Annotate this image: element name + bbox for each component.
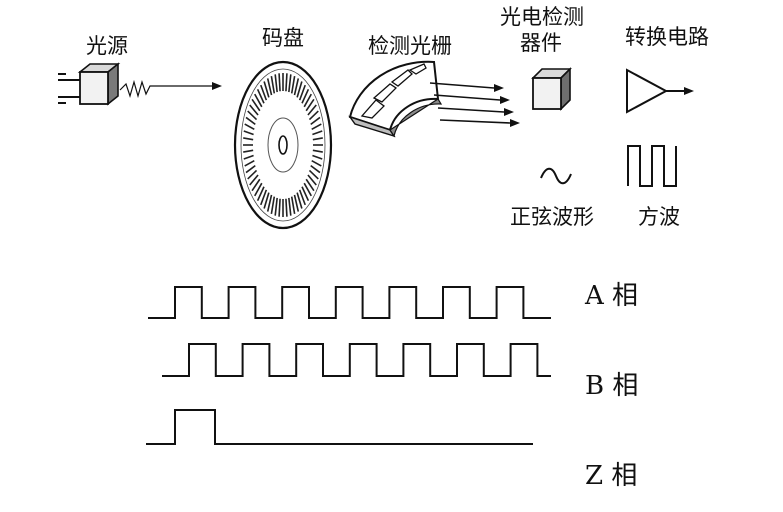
- phase-z-label: Z 相: [585, 461, 637, 491]
- disc-slot: [290, 196, 296, 215]
- disc-slot: [251, 178, 261, 192]
- detect-grating-icon: [348, 60, 520, 138]
- disc-slot: [254, 93, 263, 108]
- disc-slot: [245, 165, 256, 174]
- disc-slot: [285, 73, 288, 92]
- disc-slot: [263, 81, 270, 98]
- disc-slot: [247, 110, 258, 121]
- disc-slot: [301, 186, 310, 201]
- disc-slot: [307, 174, 317, 186]
- amplifier-icon: [626, 68, 694, 114]
- disc-slot: [244, 159, 255, 167]
- disc-slot: [298, 84, 306, 101]
- disc-slot: [266, 194, 273, 212]
- grating-slot: [408, 63, 427, 75]
- sine-wave-icon: [540, 167, 572, 185]
- disc-slot: [243, 154, 254, 160]
- disc-slot: [244, 123, 255, 131]
- disc-slot: [249, 174, 259, 186]
- disc-slot: [243, 137, 254, 141]
- disc-slot: [311, 159, 322, 167]
- waveform-panel: [146, 286, 551, 445]
- disc-slot: [278, 73, 281, 92]
- disc-slot: [308, 169, 319, 180]
- disc-slot: [260, 189, 268, 206]
- code-disc-icon: [233, 60, 333, 230]
- grating-slot: [360, 99, 385, 119]
- disc-slot: [298, 189, 306, 206]
- square-wave-icon: [627, 145, 677, 187]
- disc-slot: [303, 182, 312, 197]
- disc-slot: [312, 154, 323, 160]
- disc-slot: [278, 198, 281, 217]
- photo-device-label-line1: 光电检测: [500, 5, 584, 29]
- conversion-circuit-label: 转换电路: [625, 25, 709, 49]
- phase-z-waveform: [146, 409, 533, 445]
- phase-a-label: A 相: [584, 281, 638, 311]
- disc-slot: [312, 149, 323, 153]
- disc-slot: [254, 182, 263, 197]
- phase-b-waveform: [162, 343, 551, 377]
- disc-slot: [256, 89, 265, 104]
- disc-slot: [305, 98, 315, 112]
- disc-slot: [274, 74, 278, 93]
- grating-slot: [390, 69, 413, 87]
- detect-grating-label: 检测光栅: [368, 34, 452, 58]
- disc-slot: [308, 110, 319, 121]
- disc-slot: [307, 104, 317, 116]
- disc-slot: [290, 75, 296, 94]
- square-wave-label: 方波: [638, 205, 680, 229]
- disc-slot: [251, 98, 261, 112]
- disc-slot: [310, 116, 321, 125]
- disc-slot: [270, 196, 276, 215]
- disc-slot: [311, 123, 322, 131]
- disc-slot: [293, 78, 300, 96]
- disc-slot: [296, 192, 303, 209]
- photo-device-label-line2: 器件: [520, 31, 562, 55]
- light-source-icon: [58, 62, 222, 106]
- disc-slot: [285, 198, 288, 217]
- code-disc-label: 码盘: [262, 26, 304, 50]
- phase-b-label: B 相: [585, 371, 638, 401]
- disc-slot: [243, 130, 254, 136]
- disc-slot: [310, 165, 321, 174]
- sine-wave-label: 正弦波形: [510, 205, 594, 229]
- disc-slot: [243, 149, 254, 153]
- photo-device-icon: [531, 67, 572, 111]
- disc-slot: [301, 89, 310, 104]
- disc-slot: [260, 84, 268, 101]
- disc-slot: [274, 197, 278, 216]
- disc-slot: [305, 178, 315, 192]
- disc-slot: [303, 93, 312, 108]
- disc-slot: [288, 197, 292, 216]
- disc-slot: [263, 192, 270, 209]
- phase-a-waveform: [148, 286, 551, 319]
- disc-slot: [247, 169, 258, 180]
- disc-slot: [296, 81, 303, 98]
- disc-slot: [270, 75, 276, 94]
- disc-slot: [293, 194, 300, 212]
- disc-slot: [312, 130, 323, 136]
- disc-slot: [288, 74, 292, 93]
- disc-slot: [245, 116, 256, 125]
- disc-slot: [256, 186, 265, 201]
- disc-slot: [312, 137, 323, 141]
- light-source-label: 光源: [86, 34, 128, 58]
- disc-slot: [266, 78, 273, 96]
- disc-slot: [249, 104, 259, 116]
- grating-slot: [372, 83, 398, 103]
